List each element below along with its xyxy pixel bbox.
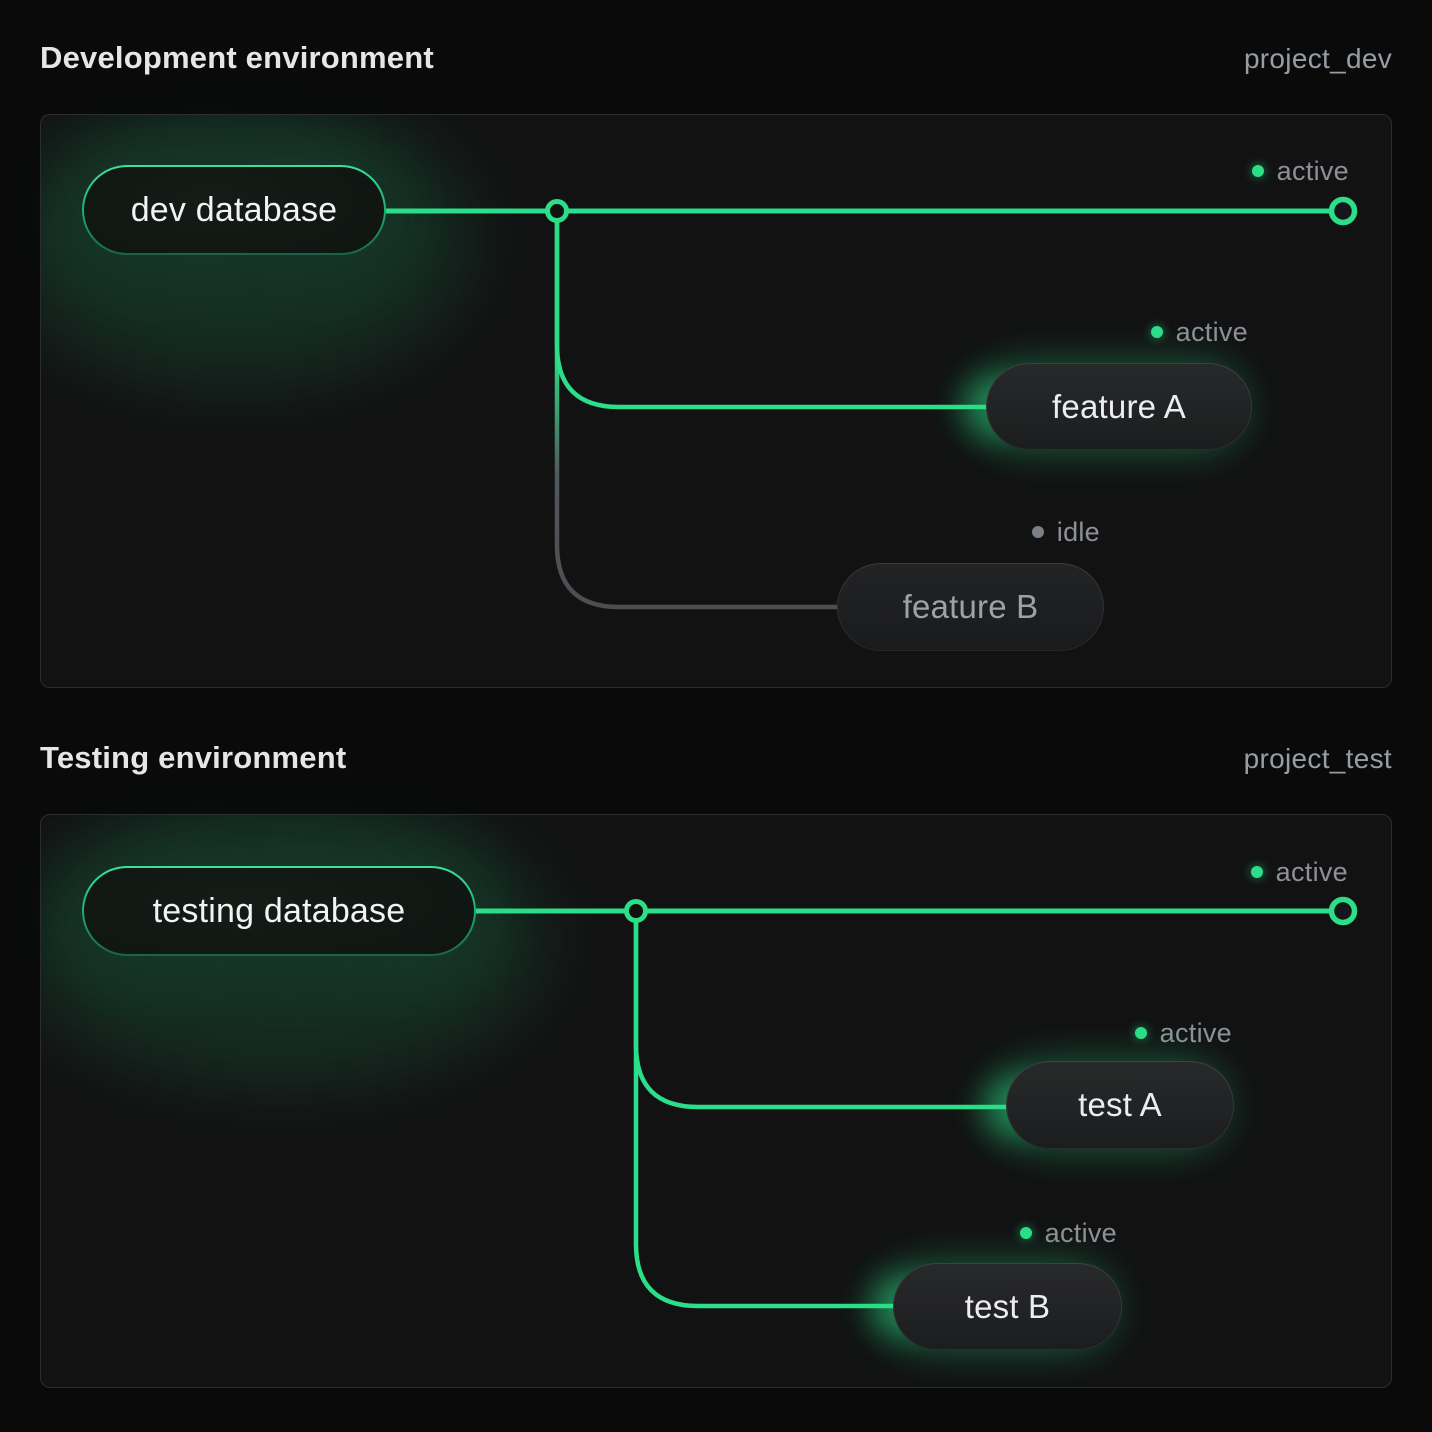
status-dot-icon [1250, 866, 1263, 878]
status-dot-icon [1031, 526, 1044, 538]
test-a-label: test A [1007, 1062, 1233, 1148]
status-label: idle [1056, 516, 1100, 547]
test-section-header: Testing environment project_test [40, 740, 1392, 784]
test-b-status-badge: active [1019, 1215, 1117, 1251]
feature-b-node[interactable]: feature B [837, 563, 1104, 651]
branch-line-feature-a [554, 220, 988, 410]
status-label: active [1175, 316, 1248, 347]
main-head-node-icon [1328, 196, 1358, 226]
test-project-label: project_test [1243, 743, 1392, 774]
status-dot-icon [1019, 1227, 1032, 1239]
test-b-node[interactable]: test B [893, 1263, 1122, 1350]
feature-a-node[interactable]: feature A [986, 363, 1252, 450]
testing-database-node[interactable]: testing database [82, 866, 476, 956]
branch-junction-node-icon [545, 199, 569, 223]
feature-a-status-badge: active [1150, 314, 1248, 350]
dev-branch-panel: dev database active active feature A idl… [40, 114, 1392, 688]
status-dot-icon [1251, 165, 1264, 177]
test-section-title: Testing environment [40, 740, 347, 775]
status-label: active [1159, 1017, 1232, 1048]
branch-line-test-a [633, 920, 1008, 1110]
main-branch-status-badge: active [1251, 153, 1349, 189]
main-branch-status-badge: active [1250, 854, 1348, 890]
feature-b-label: feature B [838, 564, 1103, 650]
feature-a-label: feature A [987, 364, 1251, 449]
status-label: active [1044, 1217, 1117, 1248]
dev-section-title: Development environment [40, 40, 434, 75]
dev-section-header: Development environment project_dev [40, 40, 1392, 84]
branch-line-feature-b [554, 220, 839, 610]
status-label: active [1276, 155, 1349, 186]
status-label: active [1275, 856, 1348, 887]
branch-junction-node-icon [624, 899, 648, 923]
dev-database-label: dev database [84, 167, 384, 253]
feature-b-status-badge: idle [1031, 514, 1100, 550]
main-head-node-icon [1328, 896, 1358, 926]
branch-line-test-b [633, 920, 895, 1309]
test-b-label: test B [894, 1264, 1121, 1349]
test-branch-panel: testing database active active test A ac… [40, 814, 1392, 1388]
test-a-node[interactable]: test A [1006, 1061, 1234, 1149]
dev-project-label: project_dev [1243, 43, 1392, 74]
testing-database-label: testing database [84, 868, 474, 954]
test-a-status-badge: active [1134, 1015, 1232, 1051]
status-dot-icon [1134, 1027, 1147, 1039]
dev-database-node[interactable]: dev database [82, 165, 386, 255]
status-dot-icon [1150, 326, 1163, 338]
